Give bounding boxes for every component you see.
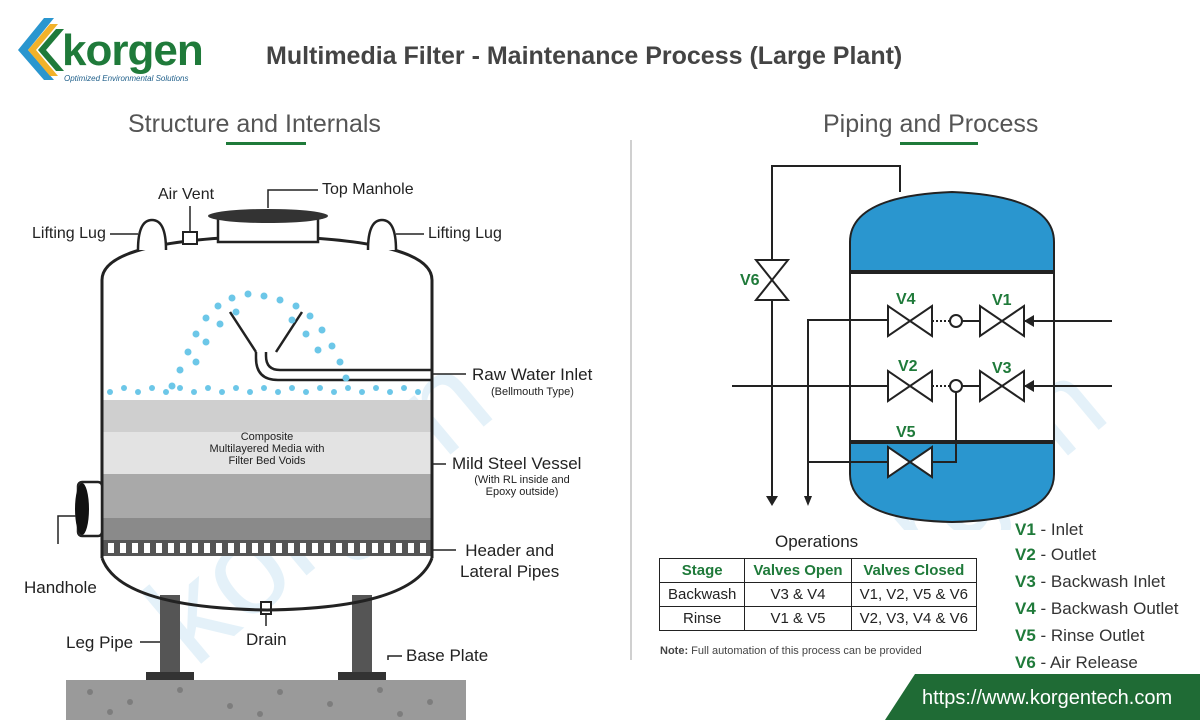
ground-base xyxy=(66,680,466,720)
drain-pipe xyxy=(260,601,272,615)
operations-table: Stage Valves Open Valves Closed Backwash… xyxy=(658,558,978,631)
valve-v2-label: V2 xyxy=(898,358,918,375)
piping-heading: Piping and Process xyxy=(823,110,1039,138)
base-plate-right xyxy=(338,672,386,680)
lifting-lug-left xyxy=(136,218,168,251)
raw-water-inlet-pipe xyxy=(254,352,432,382)
structure-heading: Structure and Internals xyxy=(128,110,381,138)
raw-water-inlet-sublabel: (Bellmouth Type) xyxy=(491,386,574,398)
header-valves-closed: Valves Closed xyxy=(850,558,978,583)
legend-v1: V1 - Inlet xyxy=(1015,520,1084,539)
vessel-structure-diagram: korgen xyxy=(57,189,517,720)
valve-v5-label: V5 xyxy=(896,424,916,441)
lifting-lug-right xyxy=(366,218,398,251)
air-vent-label: Air Vent xyxy=(158,186,215,203)
valve-v1-left xyxy=(979,304,1004,338)
lifting-lug-left-label: Lifting Lug xyxy=(32,225,106,242)
header-laterals-label: Header and Lateral Pipes xyxy=(460,541,560,581)
valve-v3-left xyxy=(979,369,1004,403)
website-link[interactable]: https://www.korgentech.com xyxy=(922,687,1173,709)
handhole-label: Handhole xyxy=(24,578,97,597)
vessel-sublabel: (With RL inside and Epoxy outside) xyxy=(474,474,570,498)
air-vent xyxy=(182,231,198,245)
piping-diagram: korgen xyxy=(732,165,1130,530)
base-plate-left xyxy=(146,672,194,680)
raw-water-inlet-label: Raw Water Inlet xyxy=(472,365,593,384)
handhole-cover xyxy=(75,483,89,535)
header-valves-open: Valves Open xyxy=(744,558,852,583)
media-layer-4 xyxy=(103,518,431,540)
piping-heading-underline xyxy=(900,142,978,145)
drain-label: Drain xyxy=(246,630,287,649)
media-label: Composite Multilayered Media with Filter… xyxy=(209,431,325,467)
top-manhole-label: Top Manhole xyxy=(322,181,414,198)
table-cell: V2, V3, V4 & V6 xyxy=(850,606,978,631)
legend-v4: V4 - Backwash Outlet xyxy=(1015,599,1179,618)
table-cell: V1 & V5 xyxy=(744,606,852,631)
section-divider xyxy=(630,140,632,660)
media-layer-2 xyxy=(103,432,431,474)
valve-v4-left xyxy=(887,304,912,338)
table-cell: Rinse xyxy=(658,606,746,631)
valve-v5-right xyxy=(908,445,933,479)
bellmouth xyxy=(228,311,304,353)
url-banner xyxy=(885,674,1200,720)
table-cell: V3 & V4 xyxy=(744,582,852,607)
table-cell: Backwash xyxy=(658,582,746,607)
operations-header-row: Stage Valves Open Valves Closed xyxy=(658,558,978,583)
vessel-top-chamber xyxy=(849,190,1055,273)
valve-v6-bottom xyxy=(753,278,791,301)
operations-note: Note: Full automation of this process ca… xyxy=(660,645,922,657)
legend-v6: V6 - Air Release xyxy=(1015,653,1138,672)
valve-v3-label: V3 xyxy=(992,360,1012,377)
air-release-pipe xyxy=(771,165,901,502)
base-plate-label: Base Plate xyxy=(406,646,489,665)
brand-name: korgen xyxy=(62,26,204,75)
leg-pipe-left xyxy=(160,595,180,680)
leg-pipe-label: Leg Pipe xyxy=(66,633,134,652)
table-row: Backwash V3 & V4 V1, V2, V5 & V6 xyxy=(658,582,978,607)
vessel-label: Mild Steel Vessel xyxy=(452,454,582,473)
legend-v3: V3 - Backwash Inlet xyxy=(1015,572,1166,591)
header-stage: Stage xyxy=(658,558,746,583)
structure-heading-underline xyxy=(226,142,306,145)
valve-v6-top xyxy=(753,259,791,282)
valve-v6-label: V6 xyxy=(740,272,760,289)
water-spray xyxy=(107,290,421,395)
leader-lines xyxy=(57,189,466,660)
vessel-bottom-dish xyxy=(100,557,434,612)
operations-title: Operations xyxy=(775,532,859,551)
valve-v4-label: V4 xyxy=(896,291,916,308)
legend-v5: V5 - Rinse Outlet xyxy=(1015,626,1145,645)
page-title: Multimedia Filter - Maintenance Process … xyxy=(266,42,903,70)
korgen-logo-mark xyxy=(18,18,64,80)
lifting-lug-right-label: Lifting Lug xyxy=(428,225,502,242)
table-row: Rinse V1 & V5 V2, V3, V4 & V6 xyxy=(658,606,978,631)
top-manhole-cover xyxy=(208,209,328,223)
media-layer-1 xyxy=(103,400,431,432)
vessel-bottom-chamber xyxy=(849,441,1055,524)
legend-v2: V2 - Outlet xyxy=(1015,545,1097,564)
leg-pipe-right xyxy=(352,595,372,680)
media-layer-3 xyxy=(103,474,431,518)
vessel-media-chamber xyxy=(849,271,1055,443)
table-cell: V1, V2, V5 & V6 xyxy=(850,582,978,607)
brand-tagline: Optimized Environmental Solutions xyxy=(64,74,189,83)
valve-v2-left xyxy=(887,369,912,403)
valve-v1-label: V1 xyxy=(992,292,1012,309)
